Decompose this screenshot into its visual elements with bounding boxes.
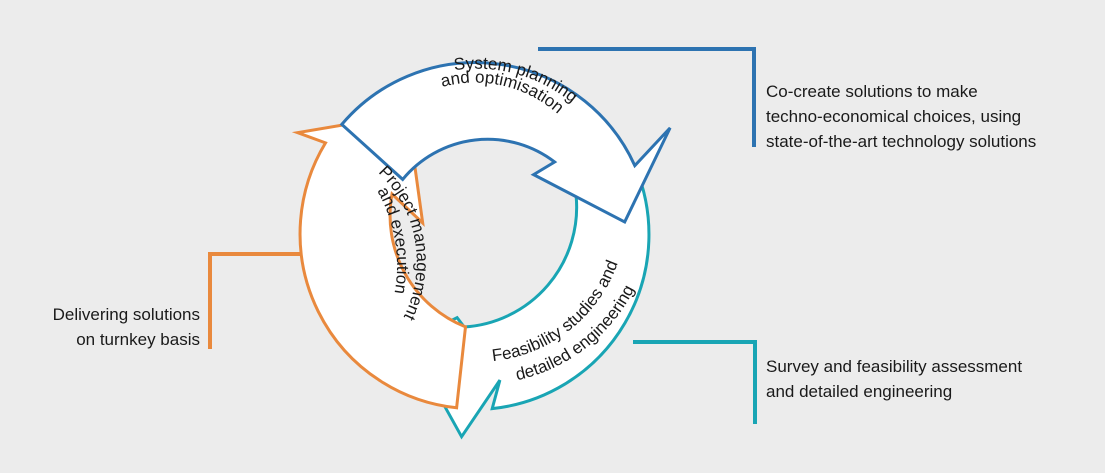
- feasibility-description-line: and detailed engineering: [766, 382, 953, 401]
- feasibility-description-line: Survey and feasibility assessment: [766, 357, 1023, 376]
- planning-description-line: Co-create solutions to make: [766, 82, 978, 101]
- planning-connector-line: [538, 47, 756, 147]
- feasibility-arrow: [406, 163, 651, 440]
- planning-description: Co-create solutions to make techno-econo…: [766, 79, 1036, 154]
- system-planning-arrow: [339, 61, 672, 224]
- planning-description-line: techno-economical choices, using: [766, 107, 1022, 126]
- feasibility-connector-line: [633, 340, 757, 424]
- planning-description-line: state-of-the-art technology solutions: [766, 132, 1037, 151]
- project-connector-line: [208, 252, 305, 349]
- feasibility-description: Survey and feasibility assessment and de…: [766, 354, 1022, 404]
- project-management-arrow: [291, 112, 468, 410]
- project-description-line: on turnkey basis: [76, 330, 200, 349]
- project-description-line: Delivering solutions: [52, 305, 200, 324]
- project-description: Delivering solutions on turnkey basis: [20, 302, 200, 352]
